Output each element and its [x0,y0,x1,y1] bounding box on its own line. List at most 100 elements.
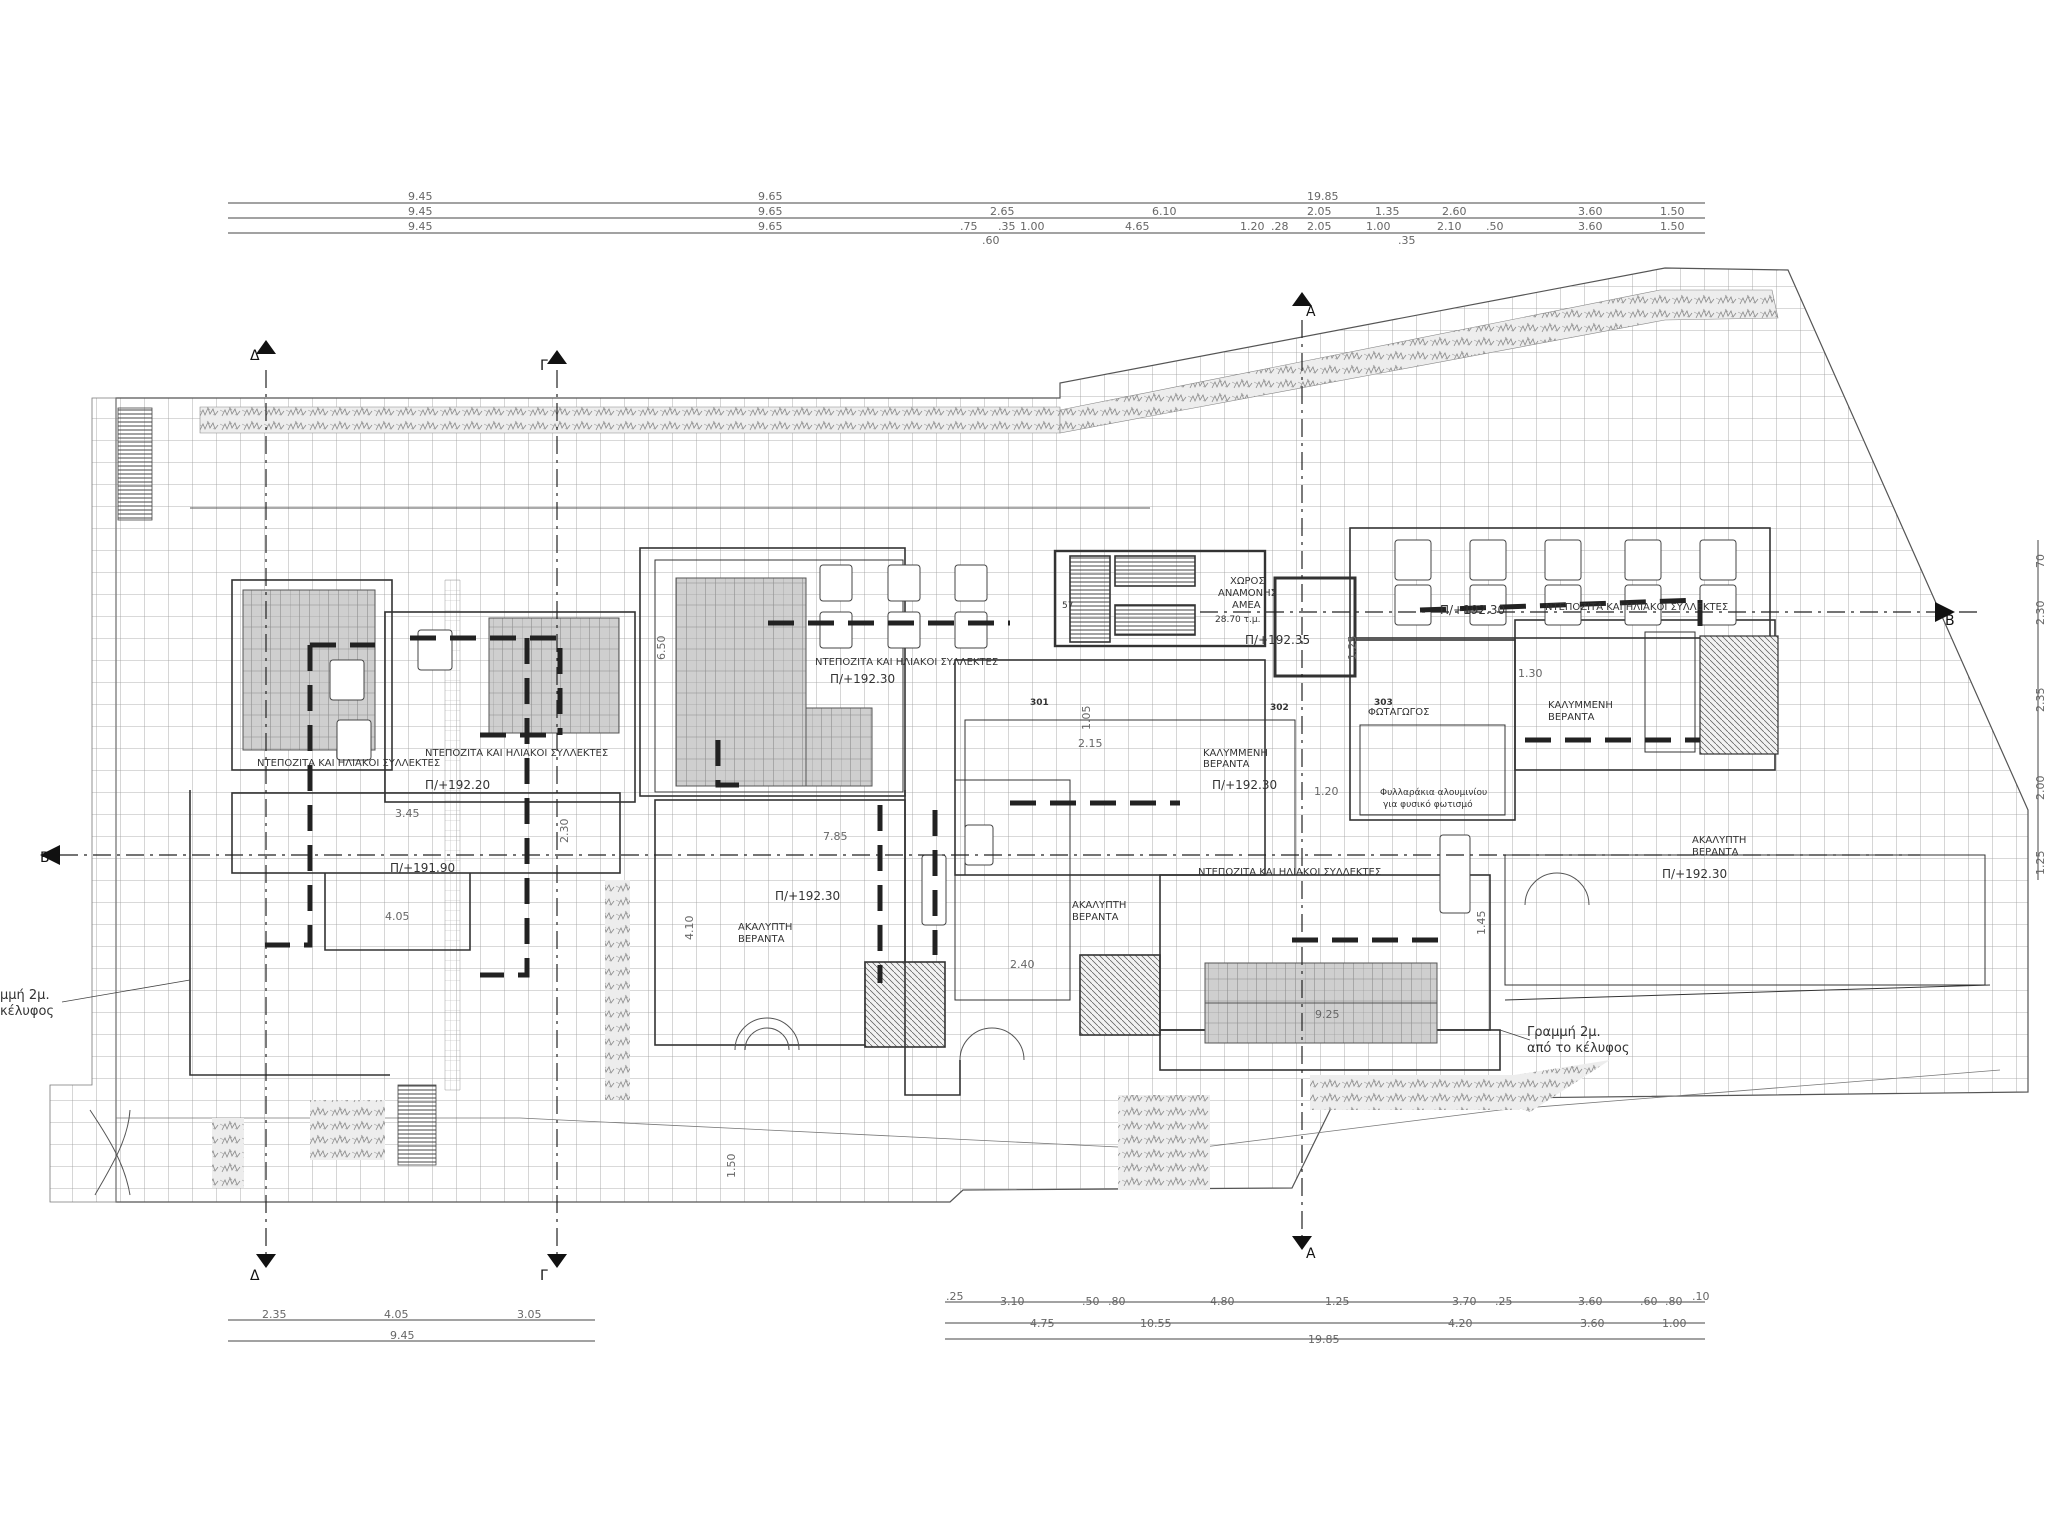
room-label: ΒΕΡΑΝΤΑ [1203,759,1250,770]
solar-panel-arrays [242,577,1438,1044]
dim-label: .80 [1108,1295,1126,1308]
level-mark: Π/+192.30 [1212,778,1277,792]
dim-label: 2.00 [2034,776,2047,801]
note-left: κέλυφος [0,1004,54,1019]
unit-number: 302 [1270,703,1289,713]
dim-label: 70 [2034,554,2047,568]
dim-label: 2.40 [1010,958,1035,971]
dim-label: 1.00 [1366,220,1391,233]
room-label: ΒΕΡΑΝΤΑ [738,934,785,945]
top-dim-row2: 9.45 9.65 2.65 6.10 2.05 1.35 2.60 3.60 … [408,205,1685,218]
level-mark: Π/+192.30 [775,889,840,903]
dim-label: 3.05 [517,1308,542,1321]
section-d-top: Δ [250,348,260,364]
section-lines [60,320,1980,1260]
unit-number: 303 [1374,698,1393,708]
dim-label: 4.20 [1448,1317,1473,1330]
dim-label: 2.60 [1442,205,1467,218]
level-mark: Π/+192.30 [1440,603,1505,617]
room-label: ΑΚΑΛΥΠΤΗ [1692,835,1746,846]
notes: Γραμμή 2μ. από το κέλυφος μμή 2μ. κέλυφο… [0,988,1629,1056]
dim-label: 2.30 [558,819,571,844]
dim-label: 1.30 [1518,667,1543,680]
section-letters: Δ Δ Γ Γ Α Α Β Β [40,304,1955,1284]
dim-label: 1.00 [1662,1317,1687,1330]
room-label: ΒΕΡΑΝΤΑ [1548,712,1595,723]
dim-label: 3.45 [395,807,420,820]
dim-label: .75 [960,220,978,233]
unit-numbers: 301 302 303 57 [1030,601,1393,713]
dim-label: 1.20 [1314,785,1339,798]
top-dim-row3: 9.45 9.65 .75 .35 1.00 4.65 1.20 .28 2.0… [408,220,1685,247]
dim-label: .10 [1692,1290,1710,1303]
dim-label: 1.50 [1660,220,1685,233]
dim-label: 2.10 [1437,220,1462,233]
dim-label: .80 [1665,1295,1683,1308]
note-line-2m: από το κέλυφος [1527,1041,1629,1056]
room-label: ΒΕΡΑΝΤΑ [1692,847,1739,858]
room-labels: ΝΤΕΠΟΖΙΤΑ ΚΑΙ ΗΛΙΑΚΟΙ ΣΥΛΛΕΚΤΕΣ ΝΤΕΠΟΖΙΤ… [257,576,1746,945]
dim-label: 3.70 [1452,1295,1477,1308]
section-b-left: Β [40,850,50,866]
dim-label: 2.35 [262,1308,287,1321]
section-g-bottom: Γ [540,1268,548,1284]
room-label: ΝΤΕΠΟΖΙΤΑ ΚΑΙ ΗΛΙΑΚΟΙ ΣΥΛΛΕΚΤΕΣ [257,758,440,769]
spiral-stairs [89,872,1590,1196]
dim-label: 10.55 [1140,1317,1172,1330]
top-dimension-lines [228,202,1705,234]
top-dim-row1: 9.45 9.65 19.85 [408,190,1339,203]
dim-label: 2.35 [2034,688,2047,713]
dim-label: 2.30 [2034,601,2047,626]
dim-label: 9.65 [758,205,783,218]
dim-label: 4.05 [384,1308,409,1321]
dim-label: 1.35 [1375,205,1400,218]
unit-number: 57 [1062,601,1073,611]
dim-label: 2.05 [1307,220,1332,233]
water-heater-tanks [329,539,1737,926]
dim-label: .60 [1640,1295,1658,1308]
upper-floor-outline [265,597,1703,983]
dim-label: 3.60 [1578,220,1603,233]
room-label: ΝΤΕΠΟΖΙΤΑ ΚΑΙ ΗΛΙΑΚΟΙ ΣΥΛΛΕΚΤΕΣ [1545,602,1728,613]
section-markers [40,292,1955,1268]
dim-label: 9.25 [1315,1008,1340,1021]
room-label: ΧΩΡΟΣ [1230,576,1265,587]
right-dims: 70 2.30 2.35 2.00 1.25 [2034,554,2047,875]
note-leader-lines [61,979,1531,1041]
dim-label: 2.65 [990,205,1015,218]
dim-label: .35 [998,220,1016,233]
room-label: ΚΑΛΥΜΜΕΝΗ [1548,700,1613,711]
level-mark: Π/+192.30 [830,672,895,686]
dim-label: .60 [982,234,1000,247]
dim-label: 7.85 [823,830,848,843]
section-b-right: Β [1945,613,1955,629]
dim-label: 2.05 [1307,205,1332,218]
room-label: ΑΝΑΜΟΝΗΣ [1218,588,1277,599]
bottom-dimension-lines [228,1301,1705,1342]
left-stair [117,407,437,1166]
dim-label: 9.65 [758,190,783,203]
dim-label: 9.45 [408,205,433,218]
dim-label: .25 [1495,1295,1513,1308]
dim-label: 9.45 [390,1329,415,1342]
dim-label: 6.10 [1152,205,1177,218]
dim-label: 4.75 [1030,1317,1055,1330]
room-label: για φυσικό φωτισμό [1383,799,1473,810]
dim-label: 1.45 [1475,911,1488,936]
room-label: ΦΩΤΑΓΩΓΟΣ [1368,707,1429,718]
dim-label: 19.85 [1308,1333,1340,1346]
dim-label: 19.85 [1307,190,1339,203]
dim-label: 2.15 [1078,737,1103,750]
inner-dims: 3.45 2.30 4.05 7.85 6.50 2.15 1.30 1.20 … [385,636,1543,1179]
dim-label: 1.00 [1020,220,1045,233]
dim-label: 1.05 [1080,706,1093,731]
dim-label: 3.60 [1578,205,1603,218]
bottom-left-dims: 2.35 4.05 3.05 9.45 [262,1308,542,1342]
dim-label: 3.60 [1580,1317,1605,1330]
dim-label: 9.45 [408,190,433,203]
landscape-planting [199,289,1779,1190]
dim-label: 1.20 [1240,220,1265,233]
room-label: ΝΤΕΠΟΖΙΤΑ ΚΑΙ ΗΛΙΑΚΟΙ ΣΥΛΛΕΚΤΕΣ [425,748,608,759]
room-label: ΑΚΑΛΥΠΤΗ [738,922,792,933]
dim-label: 1.50 [725,1154,738,1179]
